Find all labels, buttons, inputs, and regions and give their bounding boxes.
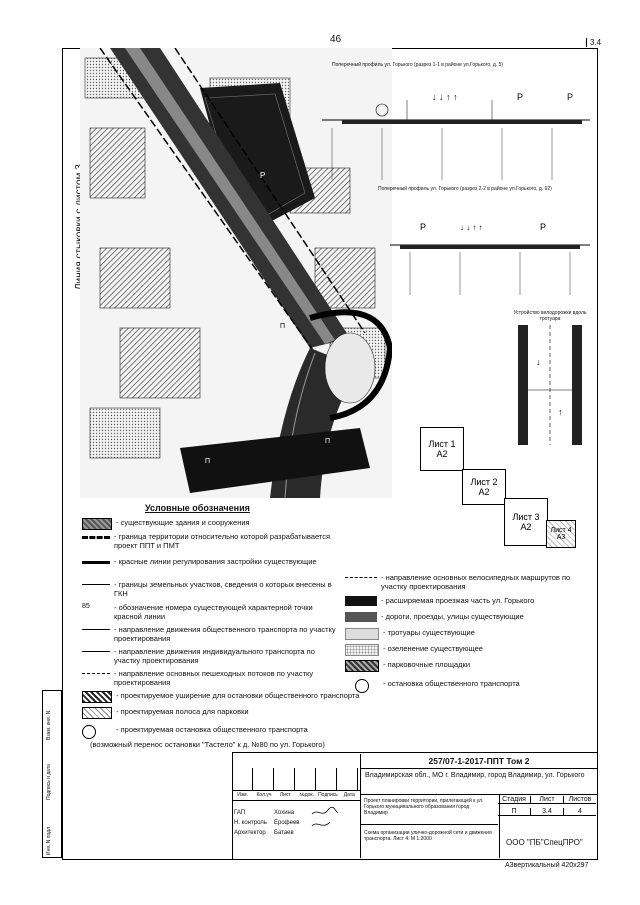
legend-swatch bbox=[345, 596, 377, 606]
svg-text:P: P bbox=[540, 222, 546, 232]
svg-text:P: P bbox=[260, 171, 265, 180]
format-note: А3вертикальный 420х297 bbox=[505, 862, 589, 869]
svg-text:P: P bbox=[420, 222, 426, 232]
stamp-signature-date: Подпись и дата bbox=[46, 764, 52, 800]
bike-detail-title: Устройство велодорожки вдоль тротуара bbox=[513, 310, 587, 322]
sheet-title-text: Схема организации улично-дорожной сети и… bbox=[364, 830, 492, 842]
legend-line bbox=[82, 536, 110, 549]
legend-existing-greenery: - озеленение существующее bbox=[345, 644, 590, 656]
legend-public-transport-direction: - направление движения общественного тра… bbox=[82, 625, 342, 643]
company-name: ООО "ПБ"СпецПРО" bbox=[506, 838, 583, 847]
legend-parking-areas: - парковочные площадки bbox=[345, 660, 590, 672]
legend-pedestrian-flows: - направление основных пешеходных потоко… bbox=[82, 669, 342, 687]
legend-swatch bbox=[82, 707, 112, 719]
legend-swatch bbox=[345, 628, 379, 640]
sheet-reference: 3.4 bbox=[586, 38, 601, 47]
legend-arrow bbox=[82, 651, 110, 662]
legend-title: Условные обозначения bbox=[145, 503, 250, 513]
project-divider bbox=[360, 824, 498, 825]
legend-existing-buildings: - существующие здания и сооружения bbox=[82, 518, 250, 530]
svg-text:↑: ↑ bbox=[558, 407, 563, 417]
svg-text:П: П bbox=[325, 438, 330, 445]
signatures-image bbox=[311, 806, 339, 827]
legend-widened-carriageway: - расширяемая проезжая часть ул. Горьког… bbox=[345, 596, 590, 606]
legend-existing-roads: - дороги, проезды, улицы существующие bbox=[345, 612, 590, 622]
legend-parking-lane: - проектируемая полоса для парковки bbox=[82, 707, 402, 719]
role-column: ГАП Н. контроль Архитектор bbox=[234, 810, 267, 836]
legend-arrow bbox=[82, 673, 110, 684]
legend-point-symbol: 85 bbox=[82, 603, 90, 610]
name-column: Хохина Ерофеев Батаев bbox=[274, 810, 300, 836]
legend-stop-note: (возможный перенос остановки "Тастело" к… bbox=[90, 740, 325, 749]
legend-new-stop: - проектируемая остановка общественного … bbox=[82, 725, 402, 739]
legend-circle bbox=[82, 725, 96, 739]
legend-land-plots: - границы земельных участков, сведения о… bbox=[82, 580, 342, 598]
legend-arrow bbox=[82, 629, 110, 640]
site-plan-map: P П П П bbox=[80, 48, 392, 498]
svg-text:P: P bbox=[517, 92, 523, 102]
revision-grid bbox=[232, 768, 360, 791]
legend-swatch bbox=[345, 612, 377, 622]
svg-text:↓ ↓ ↑ ↑: ↓ ↓ ↑ ↑ bbox=[432, 92, 458, 102]
stamp-replace-inv: Взам. инв. N bbox=[46, 710, 52, 740]
legend-transport-stop: - остановка общественного транспорта bbox=[345, 679, 590, 693]
doc-code: 257/07-1-2017-ППТ Том 2 bbox=[360, 754, 597, 769]
left-stamp-column bbox=[42, 690, 62, 858]
project-cell bbox=[360, 794, 500, 858]
svg-text:П: П bbox=[205, 458, 210, 465]
legend-arrow bbox=[345, 577, 377, 588]
svg-text:П: П bbox=[280, 323, 285, 330]
bike-detail-diagram: ↓ ↑ bbox=[518, 325, 582, 445]
stage-headers: Стадия Лист Листов bbox=[498, 796, 596, 804]
location-cell bbox=[360, 768, 597, 795]
svg-text:↓: ↓ bbox=[536, 357, 541, 367]
legend-territory-boundary: - граница территории относительно которо… bbox=[82, 532, 342, 550]
legend-swatch bbox=[345, 644, 379, 656]
revision-headers: Изм. Кол.уч Лист №док. Подпись Дата bbox=[232, 790, 360, 801]
legend-stop-widening: - проектируемое уширение для остановки о… bbox=[82, 691, 402, 703]
location-text: Владимирская обл., МО г. Владимир, город… bbox=[365, 772, 585, 779]
page-number: 46 bbox=[330, 34, 342, 45]
legend-point-number: 85 - обозначение номера существующей хар… bbox=[82, 603, 313, 621]
legend-swatch bbox=[82, 518, 112, 530]
section2-title: Поперечный профиль ул. Горького (разрез … bbox=[378, 186, 552, 192]
legend-line bbox=[82, 561, 110, 574]
project-text: Проект планировки территории, прилегающе… bbox=[364, 798, 484, 816]
section2-profile: P ↓ ↓ ↑ ↑ P bbox=[390, 222, 590, 295]
legend-red-lines: - красные линии регулирования застройки … bbox=[82, 557, 342, 574]
svg-text:P: P bbox=[567, 92, 573, 102]
legend-existing-sidewalks: - тротуары существующие bbox=[345, 628, 590, 640]
legend-swatch bbox=[345, 660, 379, 672]
stage-values: П 3.4 4 bbox=[498, 808, 596, 816]
legend-circle bbox=[355, 679, 369, 693]
legend-bike-routes: - направление основных велосипедных марш… bbox=[345, 573, 590, 591]
title-block bbox=[232, 752, 597, 860]
section1-title: Поперечный профиль ул. Горького (разрез … bbox=[332, 62, 504, 68]
stamp-inv-original: Инв. N подл. bbox=[46, 825, 52, 855]
legend-swatch bbox=[82, 691, 112, 703]
legend-line bbox=[82, 584, 110, 595]
svg-text:↓ ↓ ↑ ↑: ↓ ↓ ↑ ↑ bbox=[460, 223, 483, 232]
legend-individual-transport-direction: - направление движения индивидуального т… bbox=[82, 647, 342, 665]
section1-profile: ↓ ↓ ↑ ↑ P P bbox=[322, 92, 590, 180]
